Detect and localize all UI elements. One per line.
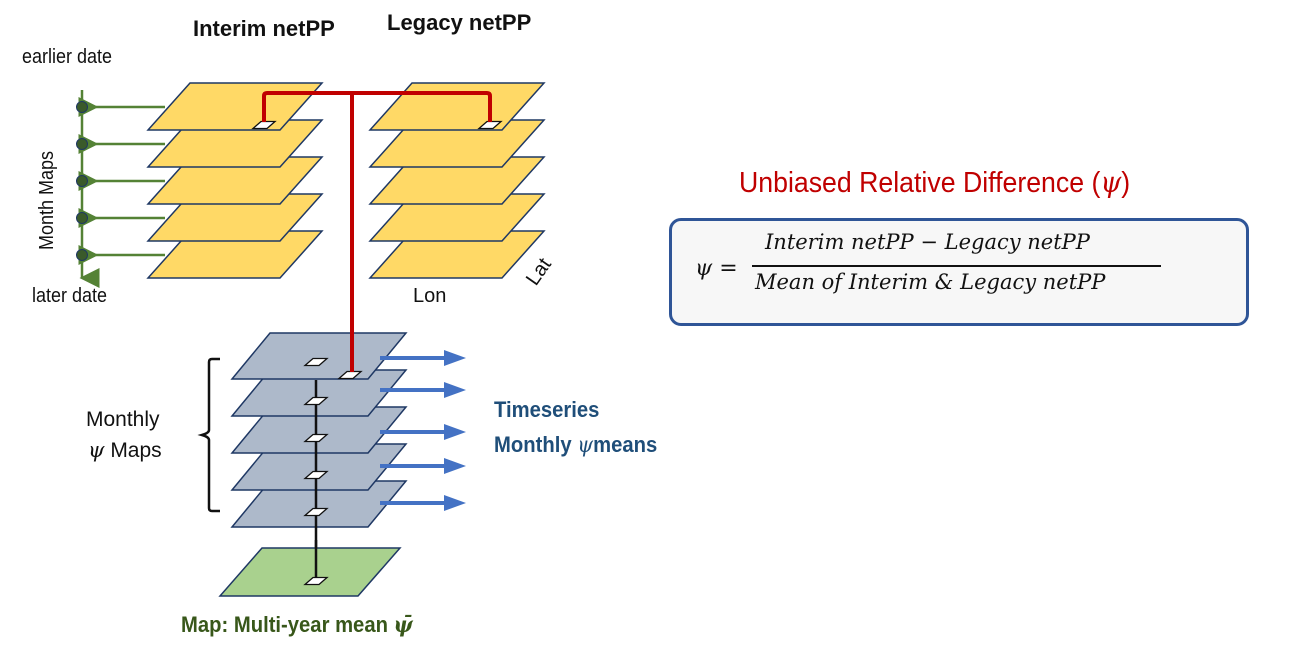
interim-netpp-stack bbox=[146, 82, 324, 279]
monthly-maps-bracket bbox=[197, 357, 220, 513]
pixel-link-lines bbox=[262, 91, 492, 372]
interim-pixel bbox=[251, 120, 277, 130]
timeseries-arrow-head bbox=[444, 458, 466, 474]
formula-title: Unbiased Relative Difference (ψ) bbox=[739, 165, 1130, 200]
month-timeline bbox=[76, 90, 165, 288]
timeseries-arrows bbox=[380, 350, 466, 511]
monthly-psi-plate bbox=[230, 332, 408, 380]
psi-pixel bbox=[303, 507, 329, 517]
psi-link-pixel bbox=[337, 370, 363, 380]
timeseries-label-line2: Monthly ψmeans bbox=[494, 432, 657, 458]
psi-pixel bbox=[303, 357, 329, 367]
monthly-maps-label-line1: Monthly bbox=[86, 408, 160, 431]
monthly-maps-label-line2: ψ Maps bbox=[88, 438, 162, 463]
interim-legacy-link bbox=[262, 91, 492, 122]
timeseries-label-line1: Timeseries bbox=[494, 397, 600, 422]
psi-symbol: ψ bbox=[1100, 165, 1122, 199]
month-dot bbox=[76, 212, 88, 224]
caption-text: Map: Multi-year mean bbox=[181, 612, 388, 637]
legacy-netpp-stack bbox=[368, 82, 546, 279]
psi-bar-symbol: ψ̄ bbox=[393, 612, 413, 638]
legacy-netpp-header: Legacy netPP bbox=[387, 10, 532, 35]
timeseries-arrow-head bbox=[444, 424, 466, 440]
psi-symbol: ψ bbox=[88, 438, 105, 462]
formula-title-text: Unbiased Relative Difference ( bbox=[739, 167, 1101, 199]
psi-pixel bbox=[303, 396, 329, 406]
mean-pixel bbox=[303, 576, 329, 586]
fraction-bar bbox=[752, 265, 1161, 267]
psi-pixel bbox=[303, 433, 329, 443]
curly-bracket bbox=[197, 357, 220, 513]
multi-year-mean-map bbox=[218, 540, 402, 597]
formula-denominator: Mean of Interim & Legacy netPP bbox=[755, 270, 1106, 294]
means-text: means bbox=[593, 432, 658, 457]
month-dot bbox=[76, 101, 88, 113]
monthly-text: Monthly bbox=[494, 432, 572, 457]
timeseries-arrow-head bbox=[444, 382, 466, 398]
month-dot bbox=[76, 249, 88, 261]
interim-netpp-header: Interim netPP bbox=[193, 16, 335, 41]
month-dot bbox=[76, 175, 88, 187]
psi-symbol: ψ bbox=[577, 433, 594, 458]
lon-axis-label: Lon bbox=[413, 285, 447, 307]
psi-pixel bbox=[303, 470, 329, 480]
formula-lhs: ψ = bbox=[695, 256, 738, 281]
formula-title-close: ) bbox=[1121, 167, 1131, 199]
month-maps-axis-label: Month Maps bbox=[36, 150, 58, 250]
later-date-label: later date bbox=[32, 285, 108, 307]
monthly-psi-map-stack bbox=[230, 332, 408, 580]
earlier-date-label: earlier date bbox=[22, 46, 113, 68]
month-dot bbox=[76, 138, 88, 150]
legacy-pixel bbox=[477, 120, 503, 130]
multi-year-mean-plate bbox=[218, 547, 402, 597]
timeseries-arrow-head bbox=[444, 350, 466, 366]
formula-numerator: Interim netPP − Legacy netPP bbox=[765, 230, 1090, 254]
multi-year-mean-caption: Map: Multi-year mean ψ̄ bbox=[181, 612, 413, 638]
formula-box bbox=[669, 218, 1249, 326]
maps-text: Maps bbox=[110, 439, 162, 462]
timeseries-arrow-head bbox=[444, 495, 466, 511]
